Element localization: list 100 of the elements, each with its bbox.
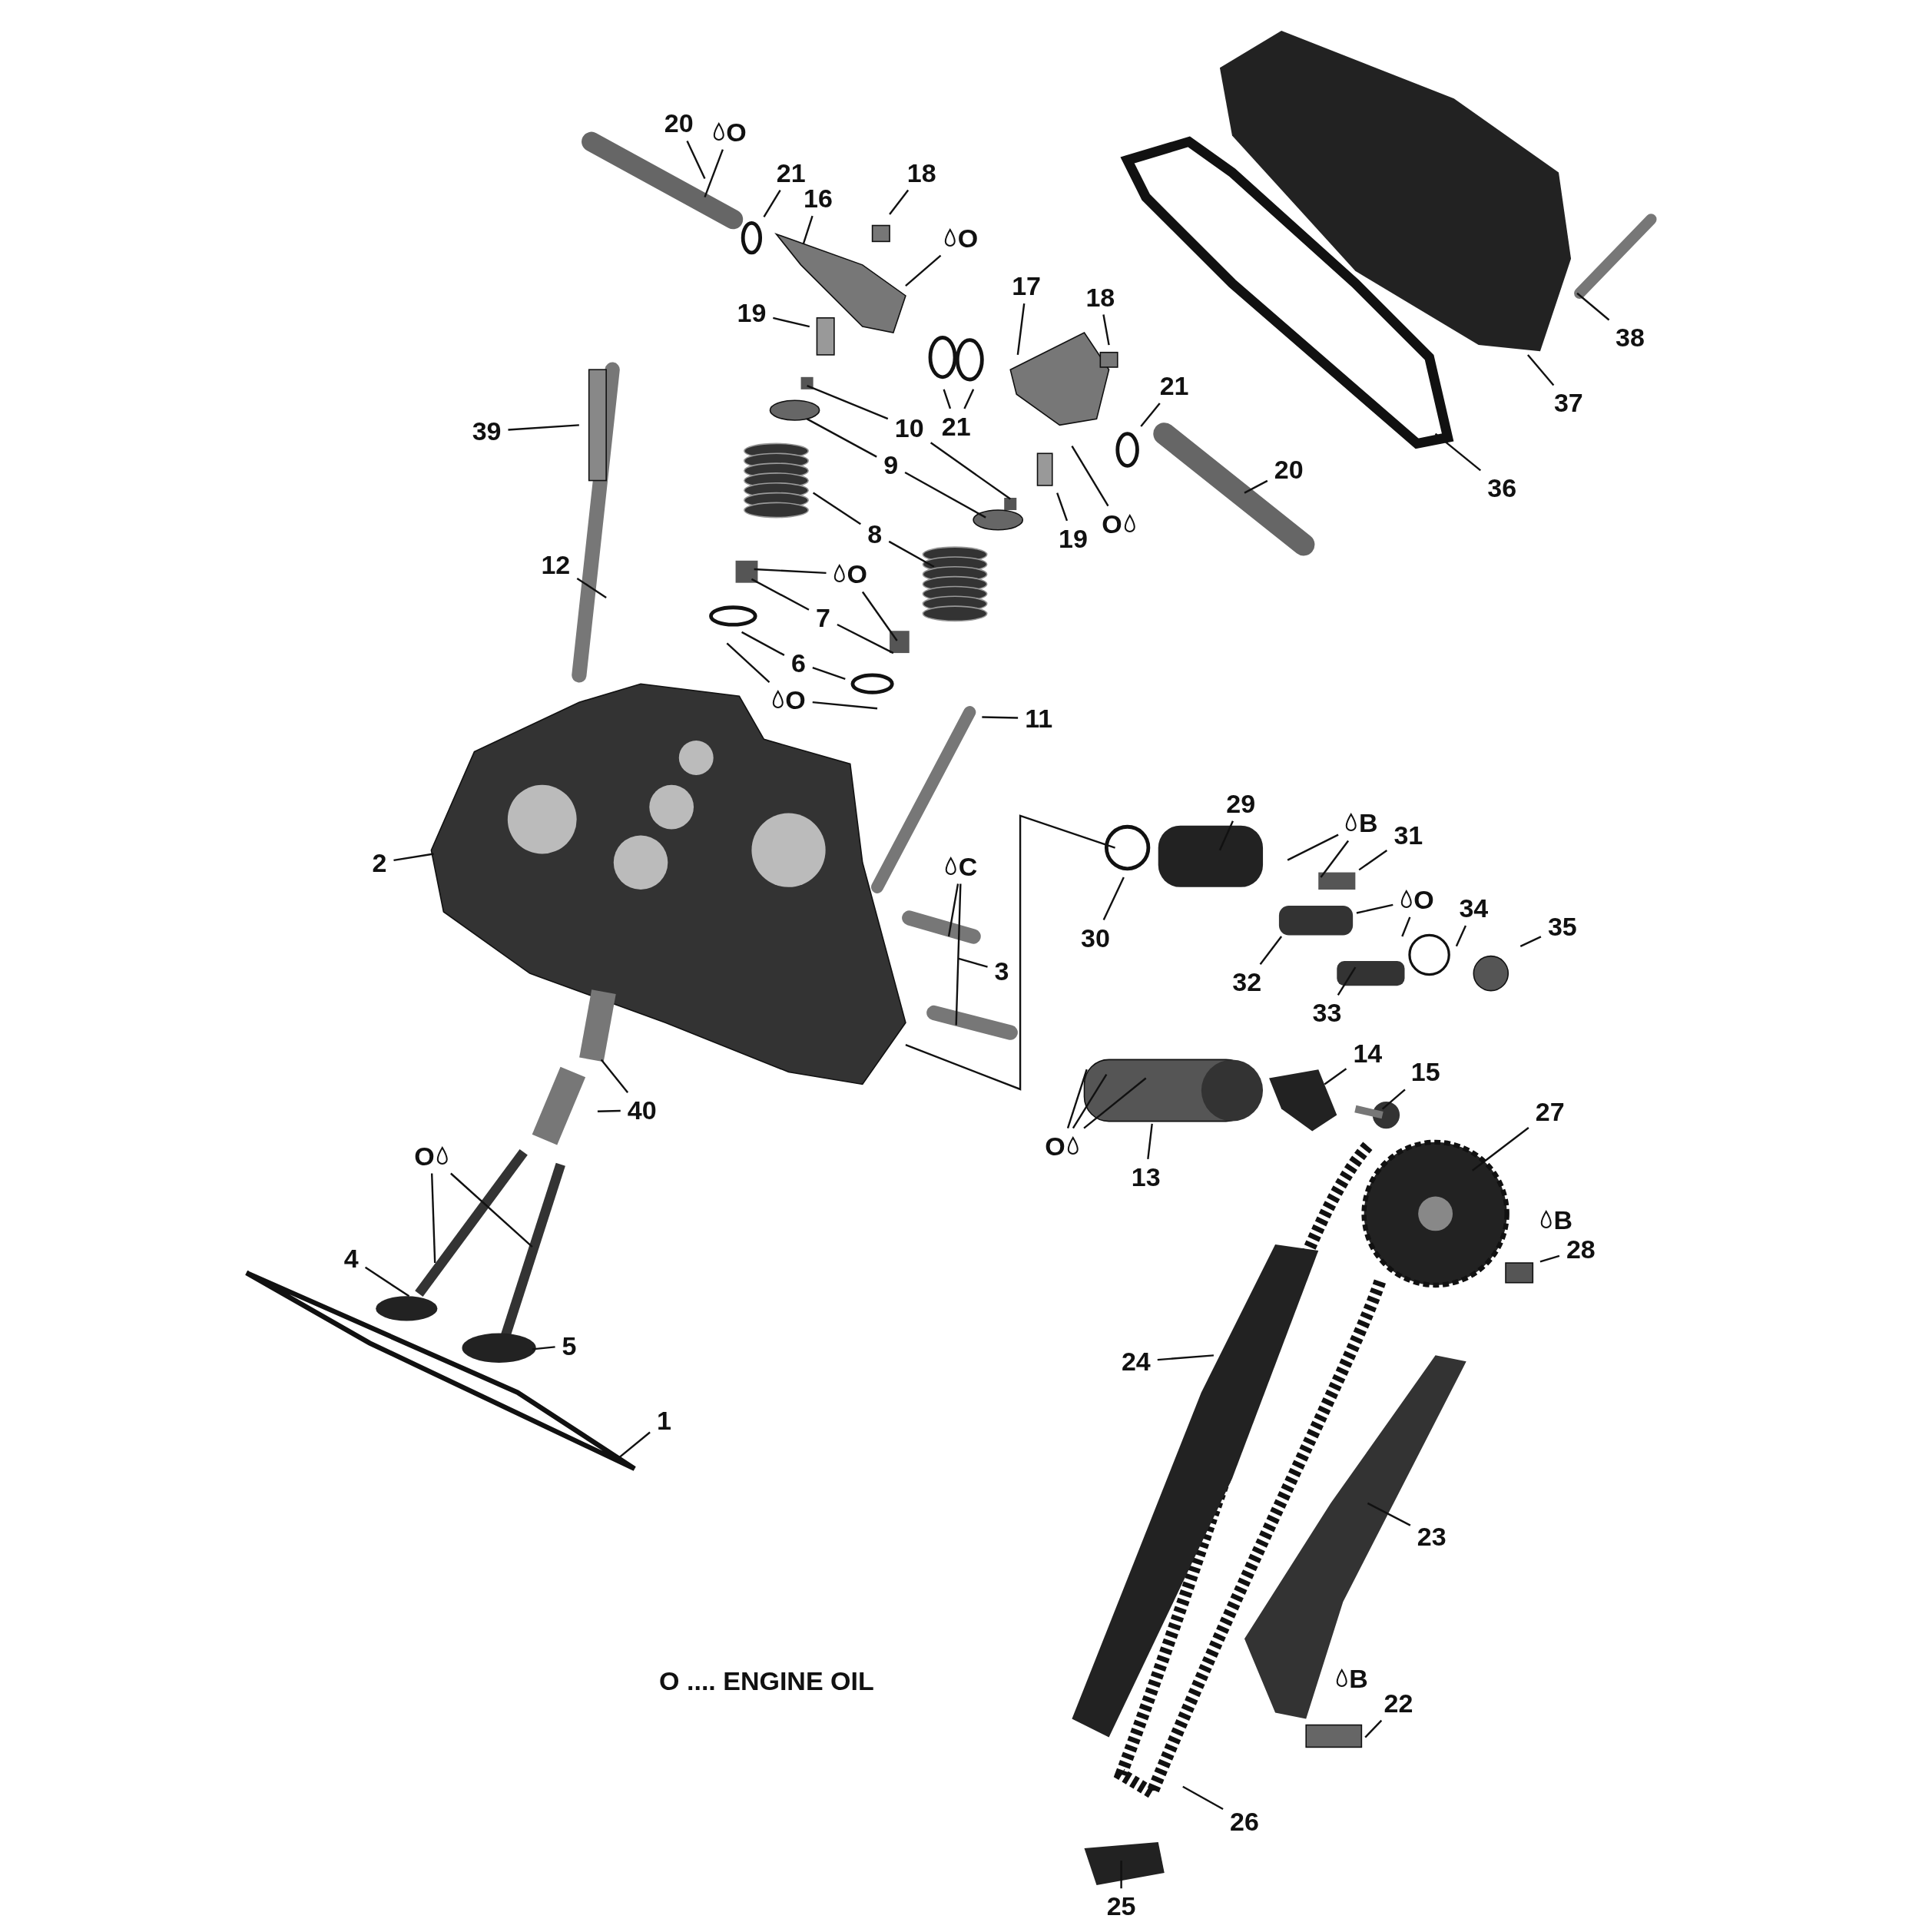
callout-number: 26: [1230, 1808, 1259, 1834]
leader-line: [1367, 1502, 1411, 1526]
callout-letter: O: [847, 561, 867, 588]
leader-line: [741, 631, 785, 656]
leader-line: [508, 424, 579, 431]
callout-number: 31: [1393, 822, 1423, 849]
leader-line: [704, 149, 724, 198]
leader-line: [763, 189, 781, 217]
leader-line: [947, 883, 959, 937]
leader-line: [1120, 1860, 1122, 1889]
leader-line: [754, 568, 827, 575]
callout-number: 21: [1159, 373, 1189, 399]
leader-line: [1140, 403, 1161, 427]
leader-line: [532, 1346, 555, 1350]
callout-number: 32: [1232, 969, 1262, 996]
leader-line: [1259, 936, 1283, 966]
callout-number: 36: [1487, 475, 1517, 502]
leader-line: [1455, 925, 1467, 947]
leader-line: [905, 254, 942, 287]
callout-number: 20: [664, 110, 694, 137]
leader-line: [1071, 446, 1109, 507]
leader-line: [807, 384, 889, 420]
leader-line: [1072, 1074, 1108, 1129]
leader-line: [930, 442, 1011, 500]
callout-number: 10: [894, 414, 924, 441]
leader-line: [861, 591, 898, 641]
leader-line: [1472, 1127, 1529, 1171]
callout-letter: C: [958, 853, 978, 880]
callout-number: 40: [627, 1097, 657, 1124]
callout-number: 39: [472, 418, 502, 445]
callout-number: 30: [1081, 924, 1110, 951]
callout-number: 16: [804, 185, 833, 212]
callout-number: 23: [1417, 1523, 1447, 1550]
callout-number: 4: [343, 1244, 359, 1271]
callout-number: 11: [1025, 705, 1053, 732]
callout-number: 7: [816, 604, 830, 631]
leader-line: [1102, 877, 1125, 921]
leader-line: [1066, 1069, 1088, 1129]
leader-line: [963, 389, 975, 409]
callout-number: 3: [994, 957, 1009, 984]
leader-line: [1056, 492, 1069, 522]
leader-line: [1016, 303, 1026, 356]
leader-line: [726, 642, 770, 683]
legend-note: O .... ENGINE OIL: [659, 1667, 874, 1694]
callout-number: 27: [1535, 1098, 1565, 1125]
callout-letter: O: [1102, 510, 1122, 537]
callout-number: 1: [657, 1407, 671, 1434]
callout-letter: O: [785, 687, 806, 714]
callout-number: 17: [1012, 273, 1041, 300]
callout-number: 29: [1226, 790, 1256, 817]
leader-line: [1287, 833, 1339, 861]
leader-line: [958, 957, 988, 968]
leader-line: [751, 578, 810, 611]
leader-line: [576, 578, 607, 598]
callout-number: 8: [867, 520, 883, 547]
leader-line: [1434, 432, 1482, 472]
leader-line: [955, 883, 962, 1026]
leader-line: [904, 471, 986, 519]
callout-number: 28: [1566, 1236, 1596, 1263]
leader-line: [1381, 1089, 1406, 1110]
leader-line: [807, 418, 877, 458]
callout-number: 6: [790, 649, 806, 676]
leader-line: [1576, 292, 1610, 321]
leader-line: [1527, 354, 1555, 386]
callout-number: 38: [1616, 324, 1645, 351]
leader-line: [812, 492, 861, 525]
leader-line: [1157, 1354, 1214, 1361]
callout-number: 18: [906, 159, 936, 186]
callout-number: 14: [1353, 1040, 1383, 1067]
leader-line: [1083, 1077, 1147, 1129]
callout-letter: B: [1359, 810, 1378, 837]
callout-number: 9: [883, 451, 899, 478]
callout-number: 34: [1459, 895, 1489, 922]
leader-line: [450, 1172, 533, 1248]
callout-number: 13: [1131, 1163, 1161, 1190]
callout-number: 24: [1121, 1348, 1151, 1375]
leader-line: [943, 389, 952, 409]
leader-line: [1182, 1785, 1224, 1811]
callout-letter: B: [1553, 1206, 1573, 1233]
leader-line: [1519, 936, 1542, 947]
callout-number: 5: [562, 1332, 577, 1359]
callout-letter: B: [1349, 1665, 1368, 1692]
leader-line: [1147, 1123, 1153, 1159]
leader-line: [1364, 1719, 1383, 1738]
leader-line: [982, 716, 1019, 719]
leader-line: [837, 623, 894, 654]
leader-line: [1358, 850, 1388, 871]
callout-number: 35: [1547, 913, 1577, 940]
leader-line: [1324, 1068, 1347, 1085]
callout-number: 2: [372, 849, 387, 876]
callout-number: 33: [1312, 999, 1342, 1026]
callout-number: 19: [737, 300, 767, 326]
leader-line: [1356, 903, 1393, 914]
leader-line: [597, 1109, 621, 1112]
leader-line: [1337, 966, 1357, 996]
callout-number: 15: [1410, 1059, 1440, 1085]
callout-number: 37: [1553, 389, 1583, 416]
leader-line: [1102, 314, 1110, 346]
leader-line: [802, 215, 814, 244]
leader-line: [600, 1059, 629, 1093]
